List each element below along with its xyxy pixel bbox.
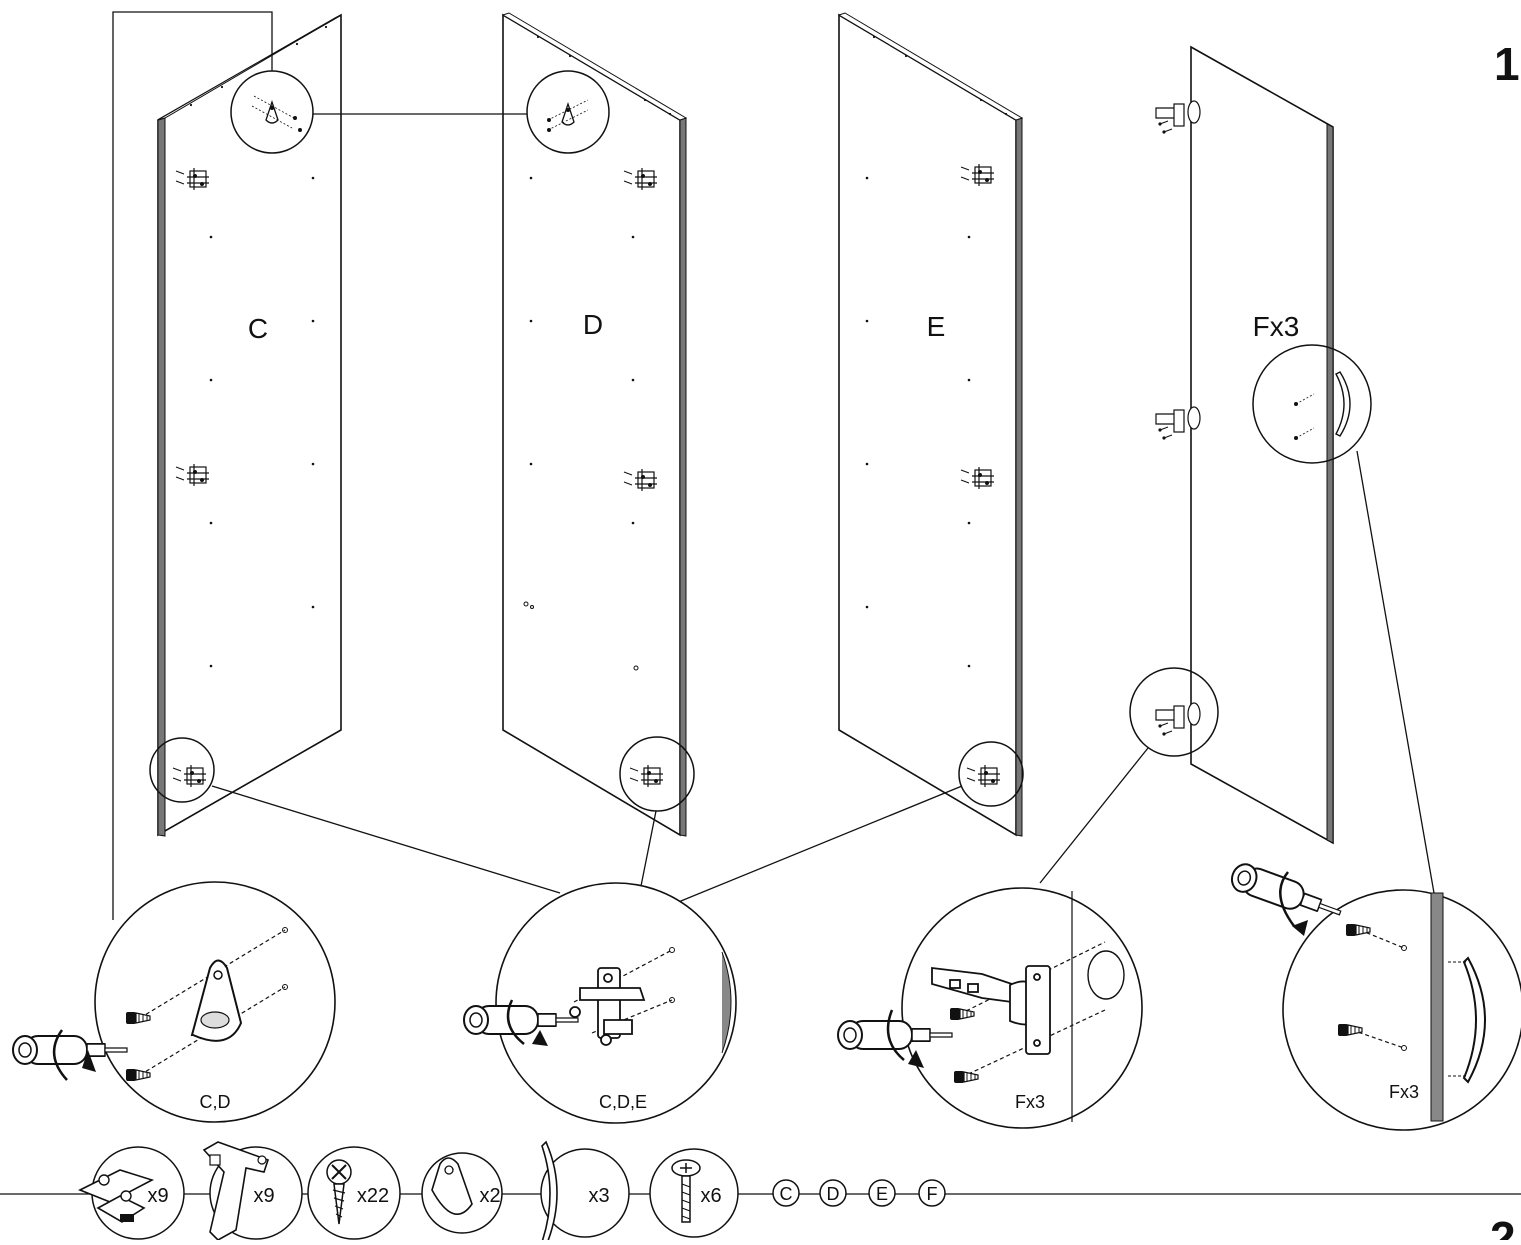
svg-text:x9: x9 (147, 1185, 168, 1207)
detail-hinge-plate: C,D,E (463, 882, 737, 1124)
callout-circles (149, 70, 1372, 812)
svg-text:x2: x2 (479, 1185, 500, 1207)
hanger-mini-icon (251, 95, 302, 132)
hinge-icon: x9 (202, 1141, 303, 1241)
svg-text:x9: x9 (253, 1185, 274, 1207)
detail-hinge-label: Fx3 (1015, 1092, 1045, 1112)
step-number: 1 (1494, 38, 1520, 90)
hanger-bracket-icon: x2 (421, 1152, 503, 1234)
panel-e-label: E (927, 311, 946, 342)
svg-text:C: C (780, 1184, 793, 1204)
panel-ref-c: C (772, 1179, 800, 1207)
detail-hanger-label: C,D (200, 1092, 231, 1112)
panel-ref-f: F (918, 1179, 946, 1207)
panel-d: D (501, 12, 688, 837)
hanger-mini-icon (547, 99, 589, 132)
panel-ref-d: D (819, 1179, 847, 1207)
connector-lines (112, 11, 1435, 920)
svg-text:E: E (876, 1184, 888, 1204)
screw-icon: x22 (307, 1146, 401, 1240)
panel-d-label: D (583, 309, 603, 340)
panel-ref-e: E (868, 1179, 896, 1207)
parts-list: x9 x9 x22 x2 x3 (78, 1140, 946, 1245)
detail-hanger: C,D (12, 881, 336, 1123)
hinge-plate-icon: x9 (78, 1146, 185, 1240)
detail-handle: Fx3 (1227, 859, 1521, 1131)
detail-hinge-plate-label: C,D,E (599, 1092, 647, 1112)
panel-f: Fx3 (1155, 45, 1334, 845)
handle-mini-icon (1294, 371, 1351, 440)
panel-f-label: Fx3 (1253, 311, 1300, 342)
detail-hinge: Fx3 (837, 887, 1143, 1129)
svg-text:D: D (827, 1184, 840, 1204)
svg-text:x22: x22 (357, 1185, 389, 1207)
svg-text:x3: x3 (588, 1185, 609, 1207)
svg-text:x6: x6 (700, 1185, 721, 1207)
panel-e: E (837, 12, 1024, 837)
bolt-icon: x6 (649, 1148, 739, 1238)
handle-icon: x3 (540, 1140, 630, 1245)
svg-text:F: F (927, 1184, 938, 1204)
panel-c-label: C (248, 313, 268, 344)
next-step-number: 2 (1490, 1212, 1516, 1240)
detail-handle-label: Fx3 (1389, 1082, 1419, 1102)
panel-c: C (157, 13, 342, 837)
